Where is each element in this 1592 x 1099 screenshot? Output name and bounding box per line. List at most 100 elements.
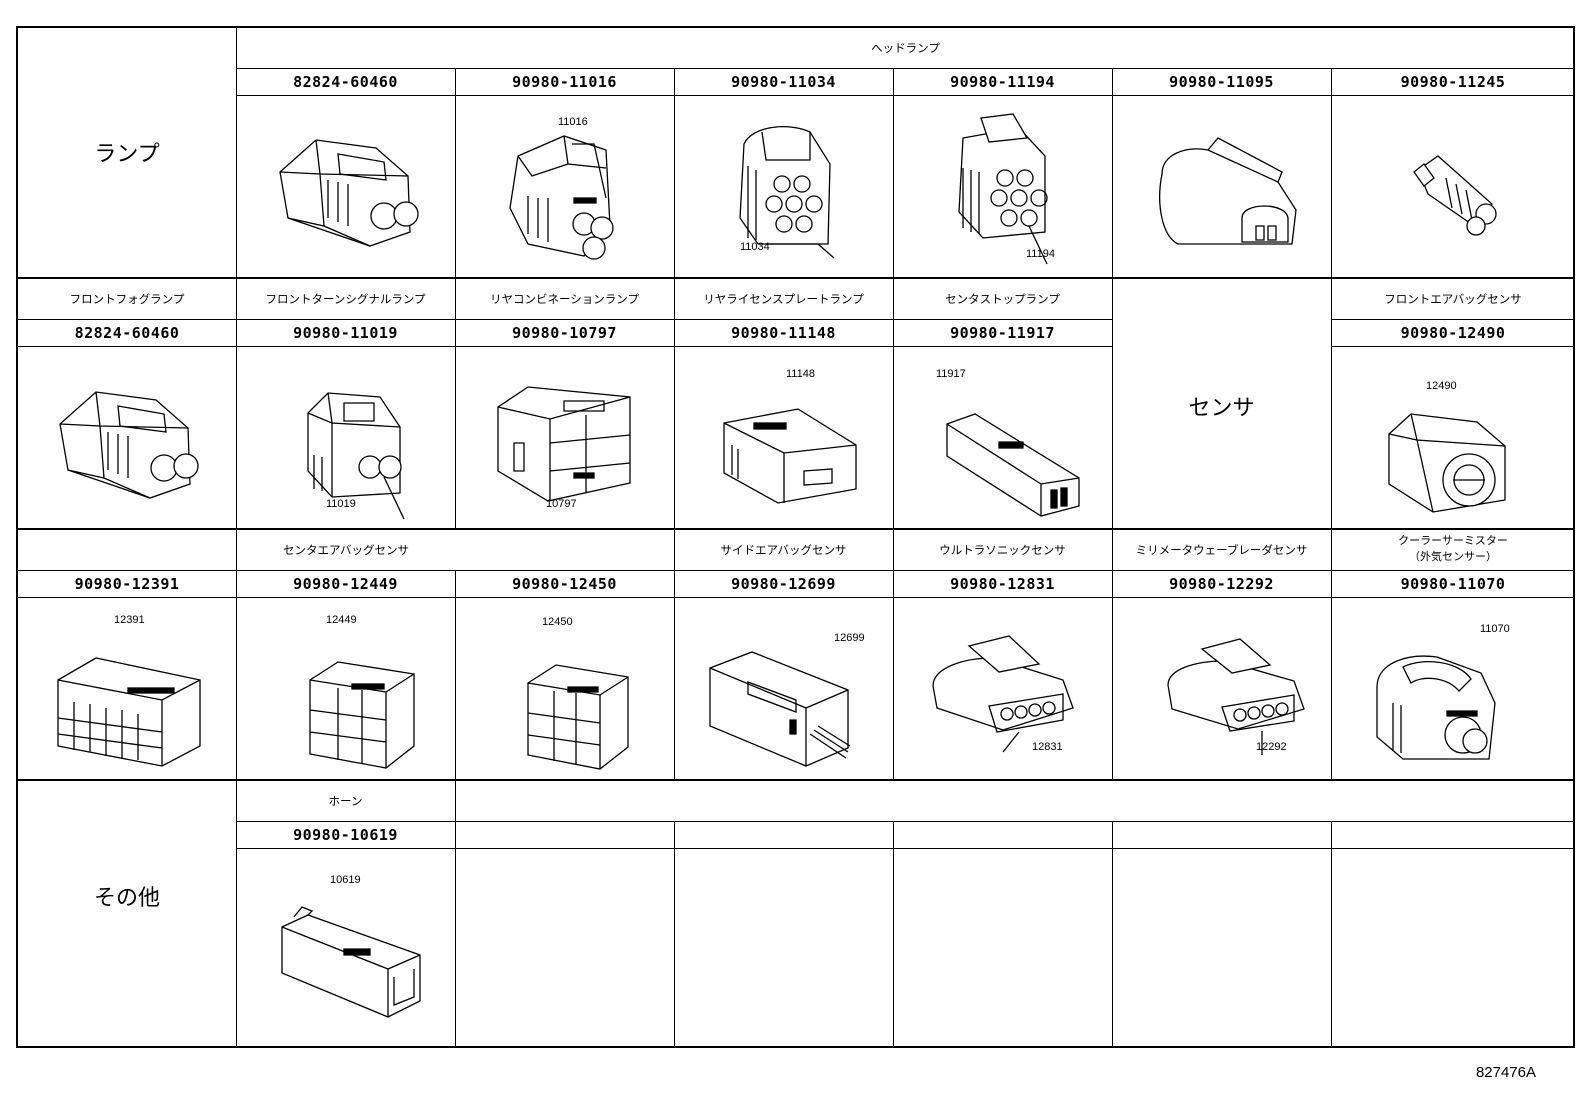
header-headlamp: ヘッドランプ: [871, 41, 940, 55]
grid-line: [1112, 279, 1113, 528]
grid-line: [674, 279, 675, 528]
grid-line: [674, 530, 675, 779]
header-mmwave: ミリメータウェーブレーダセンサ: [1135, 543, 1308, 557]
connector-drawing: [488, 106, 648, 271]
connector-drawing: [268, 893, 438, 1028]
connector-drawing: [718, 108, 858, 268]
connector-drawing: [488, 373, 648, 513]
figure-reference: 827476A: [1475, 1064, 1536, 1081]
connector-drawing: [298, 628, 428, 773]
callout-label: 11194: [1026, 248, 1055, 260]
row-divider: [18, 528, 1573, 530]
part-number: 90980-12831: [950, 575, 1055, 593]
grid-line: [18, 597, 1573, 598]
connector-drawing: [38, 366, 218, 516]
grid-line: [1112, 68, 1113, 277]
part-number: 90980-12449: [293, 575, 398, 593]
connector-drawing: [1363, 633, 1523, 773]
grid-line: [1331, 319, 1573, 320]
grid-line: [1331, 68, 1332, 277]
header-front-airbag: フロントエアバッグセンサ: [1384, 292, 1522, 306]
connector-drawing: [1158, 633, 1318, 758]
callout-label: 11917: [936, 368, 966, 380]
connector-drawing: [258, 114, 438, 264]
header-front-turn: フロントターンシグナルランプ: [265, 292, 426, 306]
grid-line: [893, 279, 894, 528]
part-number: 90980-11095: [1169, 73, 1274, 91]
grid-line: [236, 821, 1573, 822]
callout-label: 12292: [1256, 741, 1287, 753]
part-number: 90980-11194: [950, 73, 1055, 91]
header-horn: ホーン: [328, 794, 363, 808]
grid-line: [1112, 530, 1113, 779]
connector-drawing: [698, 638, 868, 773]
callout-label: 10797: [546, 498, 577, 510]
grid-line: [18, 570, 1573, 571]
grid-line: [674, 821, 675, 1048]
part-number: 90980-12292: [1169, 575, 1274, 593]
header-cooler-line1: クーラーサーミスター: [1398, 534, 1508, 547]
connector-drawing: [518, 633, 643, 773]
callout-label: 12699: [834, 632, 865, 644]
grid-line: [1331, 821, 1332, 1048]
part-number: 90980-12450: [512, 575, 617, 593]
grid-line: [455, 68, 456, 277]
connector-drawing: [1138, 124, 1308, 259]
connector-drawing: [708, 383, 868, 513]
part-number: 90980-12391: [74, 575, 180, 593]
part-number: 90980-12699: [731, 575, 836, 593]
part-number: 90980-10797: [512, 324, 617, 342]
category-lamp: ランプ: [94, 142, 160, 167]
part-number: 90980-12490: [1400, 324, 1506, 342]
category-other: その他: [93, 886, 160, 911]
callout-label: 11019: [326, 498, 356, 510]
header-rear-license: リヤライセンスプレートランプ: [703, 292, 864, 306]
part-number: 90980-11070: [1400, 575, 1506, 593]
callout-label: 12490: [1426, 380, 1457, 392]
grid-line: [18, 346, 1112, 347]
part-number: 90980-11019: [293, 324, 398, 342]
grid-line: [893, 530, 894, 779]
part-number: 90980-11148: [731, 324, 836, 342]
grid-line: [1331, 346, 1573, 347]
grid-line: [455, 279, 456, 528]
header-ultrasonic: ウルトラソニックセンサ: [939, 543, 1066, 557]
part-number: 82824-60460: [293, 73, 398, 91]
callout-label: 11148: [786, 368, 815, 380]
callout-label: 12449: [326, 614, 357, 626]
header-rear-combi: リヤコンビネーションランプ: [490, 292, 639, 306]
callout-label: 11070: [1480, 623, 1510, 635]
grid-line: [455, 781, 456, 1048]
part-number: 90980-10619: [293, 826, 398, 844]
callout-label: 12450: [542, 616, 573, 628]
grid-line: [893, 821, 894, 1048]
callout-label: 11034: [740, 241, 770, 253]
header-center-airbag: センタエアバッグセンサ: [282, 543, 410, 557]
grid-line: [236, 68, 1573, 69]
callout-label: 12831: [1032, 741, 1063, 753]
part-number: 90980-11016: [512, 73, 617, 91]
grid-line: [18, 319, 1112, 320]
grid-line: [674, 68, 675, 277]
part-number: 82824-60460: [74, 324, 180, 342]
grid-line: [236, 848, 1573, 849]
grid-line: [236, 28, 237, 1048]
grid-line: [455, 570, 456, 779]
callout-label: 11016: [558, 116, 588, 128]
grid-line: [1331, 279, 1332, 528]
grid-line: [236, 95, 1573, 96]
header-side-airbag: サイドエアバッグセンサ: [720, 543, 847, 557]
connector-drawing: [933, 388, 1093, 518]
callout-label: 10619: [330, 874, 361, 886]
row-divider: [18, 277, 1573, 279]
part-number: 90980-11034: [731, 73, 836, 91]
connector-drawing: [48, 628, 213, 768]
connector-drawing: [1373, 388, 1523, 523]
part-number: 90980-11245: [1400, 73, 1506, 91]
connector-drawing: [1388, 138, 1518, 248]
category-sensor: センサ: [1188, 396, 1255, 421]
grid-line: [893, 68, 894, 277]
grid-line: [1331, 530, 1332, 779]
grid-line: [1112, 821, 1113, 1048]
header-stop: センタストップランプ: [945, 292, 1060, 306]
